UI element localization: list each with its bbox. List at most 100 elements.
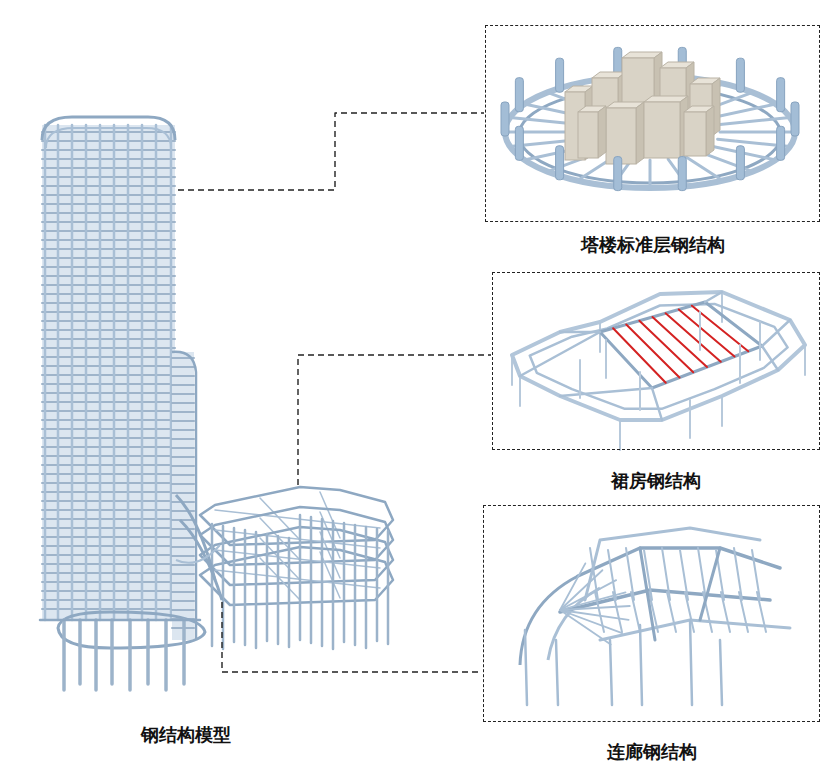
cross-beam xyxy=(721,592,730,632)
steel-column xyxy=(556,58,564,92)
leader-line xyxy=(178,113,484,190)
steel-column xyxy=(736,58,744,92)
bridge-column xyxy=(720,640,722,705)
base-column xyxy=(110,620,114,684)
fan-beam xyxy=(560,580,616,610)
podium-column xyxy=(376,529,379,641)
podium-column xyxy=(310,517,313,643)
cross-beam xyxy=(762,320,790,346)
floor-beam xyxy=(172,591,194,593)
base-beam xyxy=(40,619,200,622)
detail-panel: 裙房钢结构 xyxy=(492,272,820,494)
podium-column xyxy=(759,322,761,360)
steel-column xyxy=(515,126,523,160)
steel-column xyxy=(791,102,799,136)
podium-inner-beam xyxy=(530,304,788,409)
podium-column xyxy=(222,526,225,649)
floor-beam xyxy=(172,582,194,584)
cross-beam xyxy=(631,592,640,632)
base-column xyxy=(164,620,168,690)
podium-column xyxy=(519,376,521,406)
tower-body xyxy=(42,125,175,620)
floor-beam xyxy=(172,402,194,404)
cross-beam xyxy=(667,592,676,632)
floor-beam xyxy=(172,474,194,476)
floor-beam xyxy=(172,447,194,449)
bridge-column xyxy=(610,640,612,705)
skybridge-illustration xyxy=(520,528,790,705)
floor-beam xyxy=(172,420,194,422)
cross-beam xyxy=(560,331,600,334)
podium-column xyxy=(244,530,247,645)
fan-beam xyxy=(560,610,629,620)
model-caption: 钢结构模型 xyxy=(141,724,231,746)
floor-beam xyxy=(172,492,194,494)
podium-column xyxy=(639,372,641,410)
dashed-frame xyxy=(485,25,820,222)
base-column xyxy=(146,620,150,684)
core-wall xyxy=(606,108,636,164)
floor-beam xyxy=(172,438,194,440)
podium-column xyxy=(277,536,280,644)
base-column xyxy=(94,620,98,690)
podium-column xyxy=(266,534,269,641)
floor-beam xyxy=(172,564,194,566)
podium-column xyxy=(605,340,607,378)
cross-beam xyxy=(560,388,652,396)
dashed-frame xyxy=(492,272,820,450)
cross-beam xyxy=(734,548,742,600)
cross-beam xyxy=(520,332,600,376)
cross-beam xyxy=(613,592,622,632)
podium-column xyxy=(299,515,302,640)
radial-beam xyxy=(685,156,723,180)
podium-edge-beam xyxy=(512,292,805,420)
tower-column xyxy=(85,125,88,620)
podium-column xyxy=(233,528,236,642)
truss-diagonal xyxy=(640,548,655,640)
podium-column xyxy=(288,538,291,647)
podium-column xyxy=(354,525,357,645)
steel-column xyxy=(736,146,744,180)
main-girder xyxy=(600,620,790,640)
tower-column xyxy=(71,125,74,620)
base-column xyxy=(62,620,66,690)
fan-beam xyxy=(560,606,630,610)
bridge-column xyxy=(556,640,558,705)
core-wall xyxy=(644,102,680,158)
floor-beam xyxy=(172,510,194,512)
cross-beam xyxy=(662,548,670,600)
base-column xyxy=(128,620,132,690)
cross-beam xyxy=(752,550,760,600)
podium-model xyxy=(176,487,393,649)
podium-column xyxy=(343,523,346,642)
podium-column xyxy=(699,312,701,350)
cross-beam xyxy=(680,550,688,600)
radial-beam xyxy=(718,118,790,125)
main-girder xyxy=(585,528,760,600)
podium-floor xyxy=(200,547,393,605)
floor-beam xyxy=(172,456,194,458)
tower-column xyxy=(155,125,158,620)
cross-beam xyxy=(757,592,766,632)
podium-column xyxy=(332,521,335,649)
cross-beam xyxy=(705,292,722,302)
floor-beam xyxy=(172,429,194,431)
floor-beam xyxy=(172,537,194,539)
floor-beam xyxy=(172,609,194,611)
core-wall-side xyxy=(636,102,644,164)
cross-beam xyxy=(698,548,706,600)
detail-panel: 塔楼标准层钢结构 xyxy=(485,25,820,258)
cross-beam xyxy=(608,550,616,600)
floor-beam xyxy=(172,546,194,548)
podium-column xyxy=(365,527,368,648)
roof-ring xyxy=(46,128,171,148)
steel-column xyxy=(515,78,523,112)
tower-column xyxy=(113,125,116,620)
tower-column xyxy=(57,125,60,620)
podium-column xyxy=(387,531,390,644)
tower-column xyxy=(44,125,47,620)
floor-plan-illustration xyxy=(501,47,799,190)
steel-column xyxy=(614,157,622,191)
